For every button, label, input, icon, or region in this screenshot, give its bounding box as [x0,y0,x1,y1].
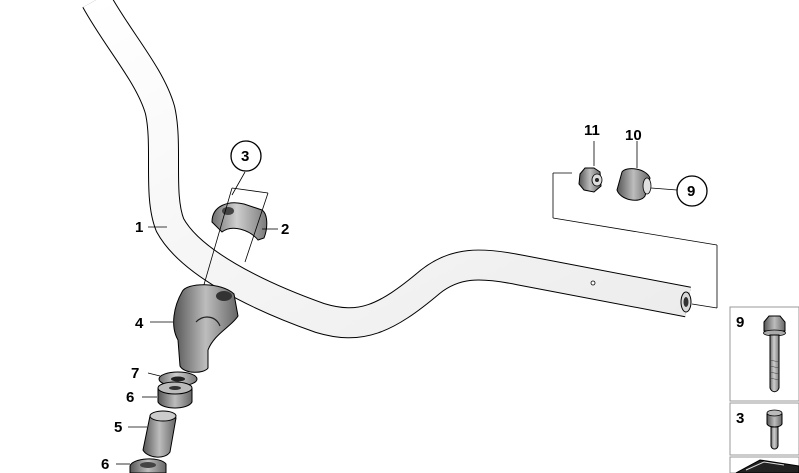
side-box-3: 3 [729,402,799,456]
bar-pin-hole [590,280,596,286]
side-box-bottom [729,456,799,473]
callout-9-circle [676,175,708,207]
callout-6-lower: 6 [101,456,109,473]
leader-7 [147,372,161,377]
callout-10: 10 [625,127,642,144]
bar-end-hole [683,297,689,307]
callout-3-circle [230,140,262,172]
upper-bushing [157,381,193,409]
side-box-9: 9 [729,306,799,402]
upper-clamp [211,202,268,241]
callout-6-upper: 6 [126,389,134,406]
callout-2: 2 [281,221,289,238]
callout-1: 1 [135,219,143,236]
screw-long [763,315,786,393]
bracket-3 [200,171,269,296]
callout-5: 5 [114,419,122,436]
screw-short [766,409,783,450]
callout-9: 9 [687,183,695,200]
riser [173,284,239,373]
callout-3: 3 [241,148,249,165]
lower-bushing [129,458,167,473]
callout-11: 11 [584,122,600,139]
bar-end-insert [578,167,603,193]
bar-end-weight [616,168,652,201]
handlebar [82,0,692,339]
side-box-9-label: 9 [736,314,744,331]
side-box-3-label: 3 [736,410,744,427]
callout-4: 4 [135,315,144,332]
leader-9 [650,187,678,191]
callout-7: 7 [131,365,139,382]
bar-end-bracket [552,172,718,309]
sleeve [142,410,177,458]
